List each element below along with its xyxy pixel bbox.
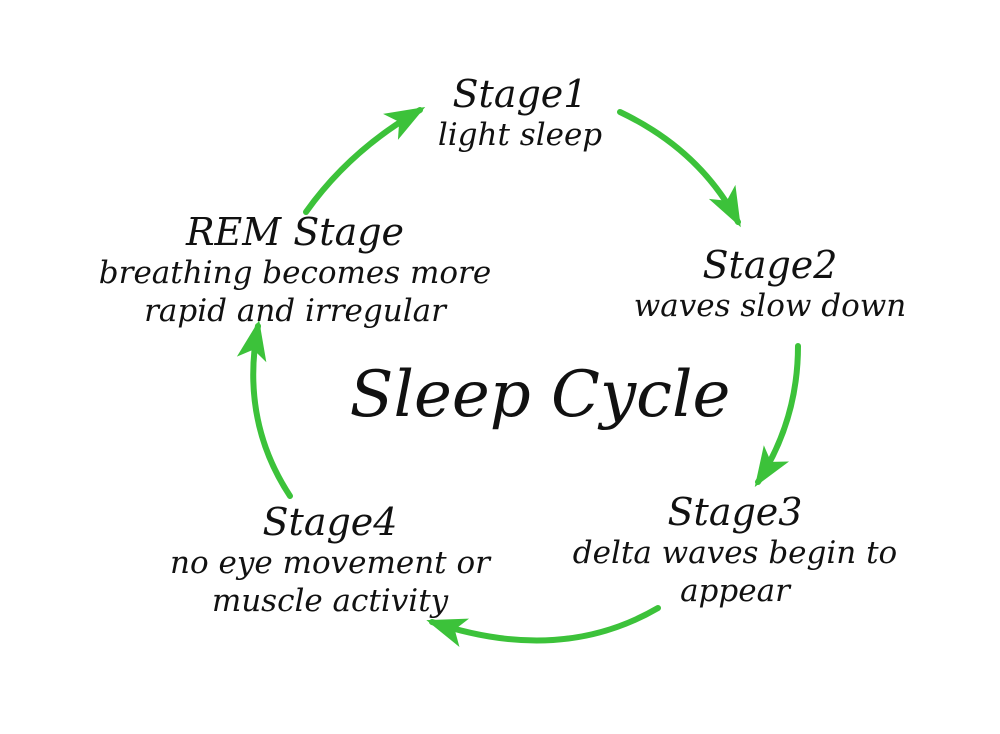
- arrow-stage1-to-stage2-head: [708, 184, 741, 228]
- arrow-rem-to-stage1-head: [383, 107, 426, 140]
- arrow-stage2-to-stage3-head: [754, 445, 790, 488]
- rem-stage-description-line-2: rapid and irregular: [144, 293, 446, 329]
- stage-2-node: Stage2 waves slow down: [600, 243, 940, 325]
- rem-stage-title: REM Stage: [185, 210, 405, 254]
- stage-3-node: Stage3 delta waves begin to appear: [550, 490, 920, 610]
- arrow-stage3-to-stage4-head: [426, 618, 470, 648]
- rem-stage-description-line-1: breathing becomes more: [98, 255, 492, 291]
- arrow-stage4-to-rem-head: [236, 320, 267, 363]
- diagram-title: Sleep Cycle: [349, 358, 731, 432]
- stage-2-title: Stage2: [702, 243, 838, 287]
- stage-3-description-line-1: delta waves begin to: [572, 535, 898, 571]
- stage-1-description: light sleep: [437, 117, 603, 153]
- stage-4-description-line-2: muscle activity: [211, 583, 449, 619]
- stage-3-title: Stage3: [667, 490, 803, 534]
- stage-4-node: Stage4 no eye movement or muscle activit…: [140, 500, 520, 620]
- stage-1-title: Stage1: [452, 72, 588, 116]
- rem-stage-node: REM Stage breathing becomes more rapid a…: [80, 210, 510, 330]
- stage-4-title: Stage4: [262, 500, 398, 544]
- stage-1-node: Stage1 light sleep: [400, 72, 640, 154]
- arrow-stage3-to-stage4: [429, 605, 661, 644]
- stage-4-description-line-1: no eye movement or: [170, 545, 490, 581]
- stage-2-description: waves slow down: [633, 288, 907, 324]
- stage-3-description-line-2: appear: [680, 573, 790, 609]
